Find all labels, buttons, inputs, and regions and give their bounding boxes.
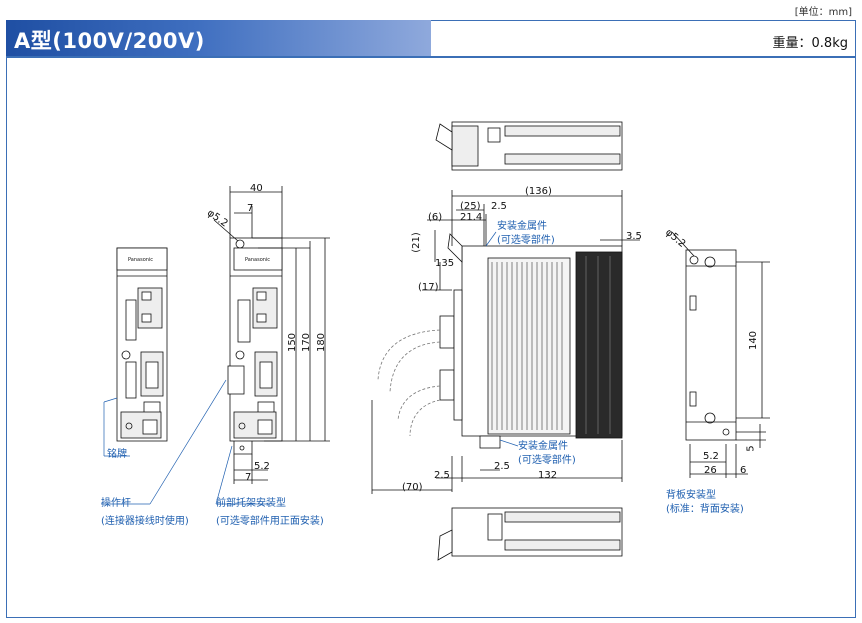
label-lever-note: (连接器接线时使用) [101,516,189,527]
dim-25-bottom: 2.5 [494,461,510,472]
dim-5: 5 [745,445,757,452]
front-view-plain: Panasonic [116,247,168,442]
dim-150: 150 [287,332,299,353]
label-bracket-bottom: 安装金属件 [518,441,568,452]
label-back-mount-note: (标准：背面安装) [666,504,744,515]
dim-35: 3.5 [626,231,642,242]
weight-label: 重量：0.8kg [772,36,848,51]
label-back-mount: 背板安装型 [666,490,716,501]
label-front-bracket-note: (可选零部件用正面安装) [216,516,324,527]
dim-70: (70) [402,482,423,493]
dim-6-back: 6 [740,465,747,476]
dim-132: 132 [538,470,558,481]
dim-17: (17) [418,282,439,293]
dim-214: 21.4 [460,212,483,223]
page-title: A型(100V/200V) [14,29,205,53]
unit-note: [单位：mm] [794,7,852,18]
title-bar [6,20,431,56]
dim-52-front: 5.2 [254,461,270,472]
dim-170: 170 [301,332,313,353]
label-front-bracket: 前部托架安装型 [216,498,286,509]
dim-140: 140 [748,330,760,351]
brand-logo-1: Panasonic [128,257,153,263]
dim-25: (25) [460,201,481,212]
dim-136: (136) [525,186,552,197]
title-underline [6,56,856,58]
dim-135: 135 [435,258,455,269]
dim-52-back: 5.2 [703,451,719,462]
side-view [371,121,640,561]
label-lever: 操作杆 [101,498,131,509]
label-nameplate: 铭牌 [107,449,127,460]
dim-180: 180 [316,332,328,353]
label-bracket-top-note: (可选零部件) [497,235,555,246]
dim-25-bottom-left: 2.5 [434,470,450,481]
brand-logo-2: Panasonic [245,257,270,263]
content-frame [6,20,856,618]
dim-7-bottom: 7 [245,472,252,483]
dim-40: 40 [250,183,263,194]
dim-21: (21) [410,232,422,253]
front-view-bracket: Panasonic [213,186,330,484]
back-view [671,231,770,478]
dim-25-top: 2.5 [491,201,507,212]
label-bracket-top: 安装金属件 [497,221,547,232]
dim-26: 26 [704,465,717,476]
dim-6: (6) [428,212,443,223]
label-bracket-bottom-note: (可选零部件) [518,455,576,466]
dim-7: 7 [247,203,254,214]
